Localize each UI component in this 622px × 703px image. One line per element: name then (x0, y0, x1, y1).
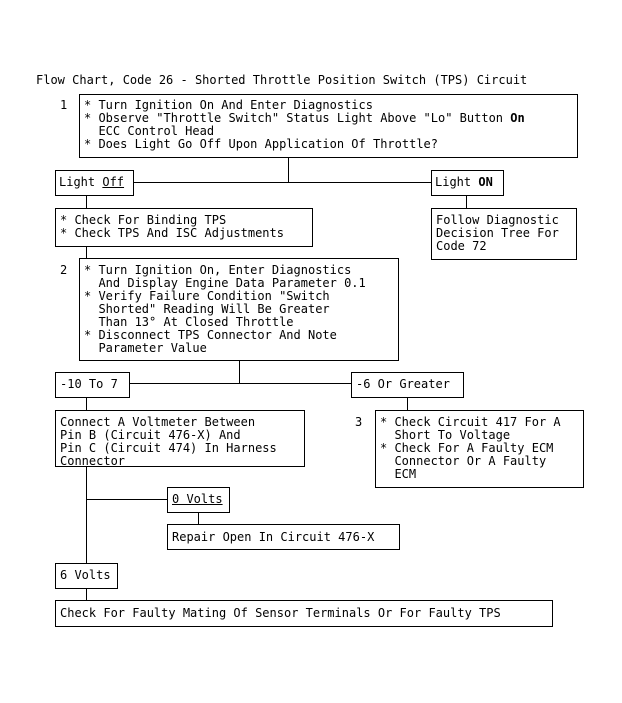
connector-line (407, 398, 408, 411)
check417-line2: Short To Voltage (380, 428, 511, 442)
connector-line (288, 158, 289, 183)
step2-line3: * Verify Failure Condition "Switch (84, 289, 330, 303)
step1-box: * Turn Ignition On And Enter Diagnostics… (79, 94, 578, 158)
binding-box: * Check For Binding TPS * Check TPS And … (55, 208, 313, 247)
light-off-box: Light Off (55, 170, 134, 196)
connector-line (133, 182, 432, 183)
voltmeter-box: Connect A Voltmeter Between Pin B (Circu… (55, 410, 305, 468)
follow-diagnostic-box: Follow Diagnostic Decision Tree For Code… (431, 208, 577, 260)
zero-volts-label: 0 Volts (172, 492, 223, 506)
connector-line (198, 513, 199, 525)
light-on-box: Light ON (431, 170, 504, 196)
step1-line2-bold: On (510, 111, 525, 125)
check417-line4: Connector Or A Faulty (380, 454, 547, 468)
binding-line2: * Check TPS And ISC Adjustments (60, 226, 284, 240)
connector-line (86, 589, 87, 601)
check417-line1: * Check Circuit 417 For A (380, 415, 561, 429)
check417-line5: ECM (380, 467, 417, 481)
step1-line4: * Does Light Go Off Upon Application Of … (84, 137, 439, 151)
step1-line1: * Turn Ignition On And Enter Diagnostics (84, 98, 373, 112)
follow-line3: Code 72 (436, 239, 487, 253)
light-on-label: Light ON (435, 176, 493, 189)
step1-line3: ECC Control Head (84, 124, 215, 138)
step2-line6: * Disconnect TPS Connector And Note (84, 328, 337, 342)
binding-line1: * Check For Binding TPS (60, 213, 227, 227)
final-check-box: Check For Faulty Mating Of Sensor Termin… (55, 600, 553, 627)
step2-box: * Turn Ignition On, Enter Diagnostics An… (79, 258, 399, 361)
six-volts-box: 6 Volts (55, 563, 118, 589)
connector-line (86, 247, 87, 259)
range-high-label: -6 Or Greater (356, 377, 450, 391)
range-low-box: -10 To 7 (55, 372, 130, 398)
light-off-prefix: Light (59, 175, 103, 189)
connector-line (86, 499, 168, 500)
connector-line (86, 398, 87, 411)
range-high-box: -6 Or Greater (351, 372, 464, 398)
zero-volts-box: 0 Volts (167, 487, 230, 513)
step2-line2: And Display Engine Data Parameter 0.1 (84, 276, 366, 290)
check417-line3: * Check For A Faulty ECM (380, 441, 554, 455)
light-off-word: Off (102, 175, 125, 189)
voltmeter-line2: Pin B (Circuit 476-X) And (60, 428, 241, 442)
check-circuit-417-box: * Check Circuit 417 For A Short To Volta… (375, 410, 584, 488)
range-low-label: -10 To 7 (60, 377, 118, 391)
page-title: Flow Chart, Code 26 - Shorted Throttle P… (36, 73, 528, 87)
step2-line1: * Turn Ignition On, Enter Diagnostics (84, 263, 352, 277)
step-number-3: 3 (355, 415, 363, 429)
follow-line1: Follow Diagnostic (436, 213, 559, 227)
step-number-1: 1 (60, 98, 68, 112)
step1-line2: * Observe "Throttle Switch" Status Light… (84, 112, 525, 125)
voltmeter-line1: Connect A Voltmeter Between (60, 415, 256, 429)
voltmeter-line3: Pin C (Circuit 474) In Harness (60, 441, 277, 455)
connector-line (86, 467, 87, 564)
connector-line (86, 196, 87, 209)
final-check-label: Check For Faulty Mating Of Sensor Termin… (60, 606, 501, 620)
connector-line (129, 383, 352, 384)
step2-line5: Than 13° At Closed Throttle (84, 315, 294, 329)
connector-line (239, 361, 240, 384)
repair-label: Repair Open In Circuit 476-X (172, 530, 375, 544)
connector-line (466, 196, 467, 209)
light-on-prefix: Light (435, 175, 479, 189)
light-off-label: Light Off (59, 176, 124, 189)
light-on-word: ON (478, 175, 493, 189)
step1-line2-text: * Observe "Throttle Switch" Status Light… (84, 111, 511, 125)
step-number-2: 2 (60, 263, 68, 277)
six-volts-label: 6 Volts (60, 568, 111, 582)
voltmeter-line4: Connector (60, 454, 126, 468)
repair-box: Repair Open In Circuit 476-X (167, 524, 400, 550)
follow-line2: Decision Tree For (436, 226, 559, 240)
step2-line7: Parameter Value (84, 341, 207, 355)
step2-line4: Shorted" Reading Will Be Greater (84, 302, 330, 316)
